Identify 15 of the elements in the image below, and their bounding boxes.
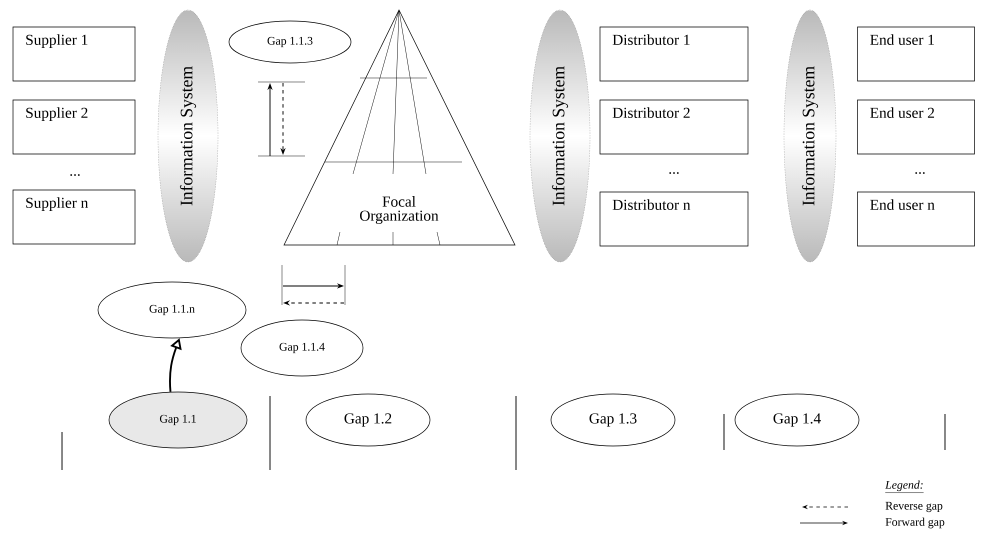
ellipsis: ... [70, 174, 80, 176]
actor-box: End user 1 [857, 26, 975, 82]
ellipsis: ... [915, 172, 925, 174]
actor-box: Supplier 1 [12, 26, 136, 82]
legend-title: Legend: [885, 480, 924, 493]
actor-box: Supplier n [12, 190, 136, 244]
actor-box: Distributor n [600, 192, 748, 246]
actor-box: End user n [857, 192, 975, 246]
legend-text: Forward gap [886, 518, 944, 528]
legend-text: Reverse gap [886, 502, 942, 512]
ellipsis: ... [669, 172, 679, 174]
actor-box: Supplier 2 [12, 100, 136, 154]
actor-box: End user 2 [857, 100, 975, 154]
actor-box: Distributor 1 [600, 26, 748, 82]
actor-box: Distributor 2 [600, 100, 748, 154]
